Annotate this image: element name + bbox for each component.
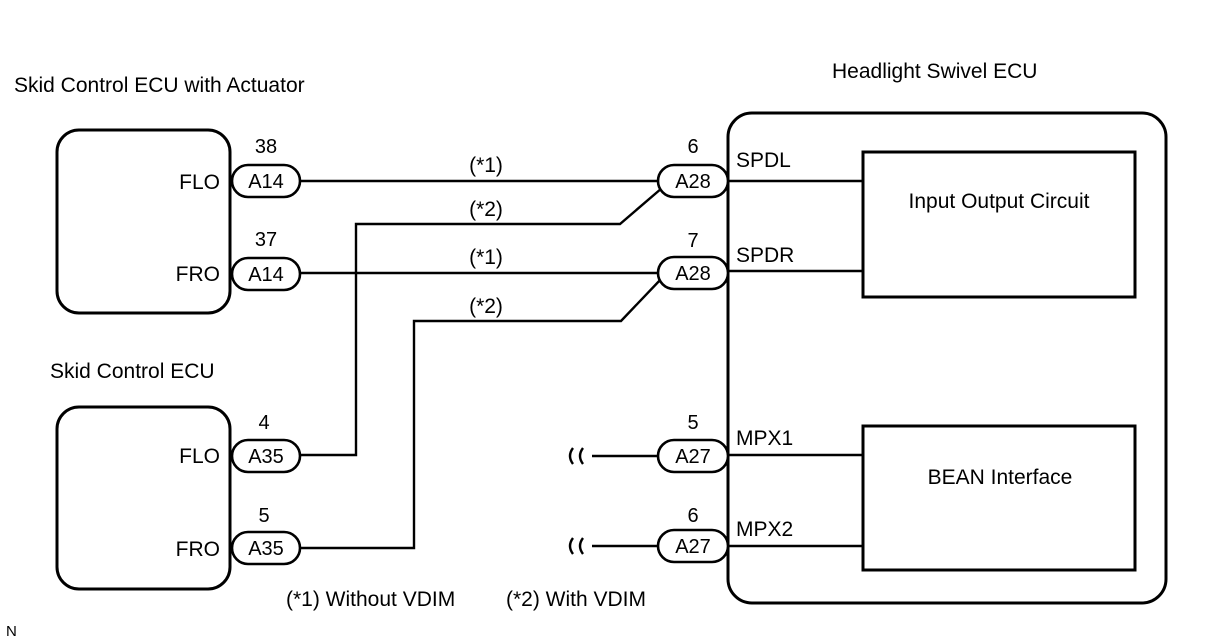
note-with-vdim: (*2) With VDIM	[506, 588, 646, 611]
wire-label-without-vdim: (*1)	[469, 246, 503, 269]
terminal-flo: FLO	[179, 171, 220, 194]
wire-label-with-vdim: (*2)	[469, 198, 503, 221]
connector-a27-pin-6: 6 A27	[656, 505, 730, 564]
terminal-mpx2: MPX2	[736, 518, 793, 541]
corner-mark: N	[6, 623, 17, 640]
input-output-circuit-block	[861, 150, 1137, 299]
terminal-spdl: SPDL	[736, 149, 791, 172]
headlight-swivel-ecu-title: Headlight Swivel ECU	[832, 60, 1037, 83]
connector-a27-pin-5: 5 A27	[656, 412, 730, 474]
pin-number: 38	[255, 136, 277, 158]
skid-control-ecu-box	[55, 405, 232, 591]
connector-shape	[230, 530, 302, 566]
connector-shape	[656, 438, 730, 474]
bean-interface-label: BEAN Interface	[928, 466, 1073, 489]
connector-a14-pin-37: 37 A14	[230, 229, 302, 292]
connector-id: A28	[675, 263, 711, 285]
wire-continuation-mark-mpx2	[568, 537, 584, 555]
terminal-spdr: SPDR	[736, 244, 794, 267]
wire-continuation-mark-mpx1	[568, 447, 584, 465]
pin-number: 4	[258, 412, 269, 434]
connector-id: A14	[248, 264, 284, 286]
connector-shape	[656, 528, 730, 564]
connector-shape	[230, 438, 302, 474]
connector-shape	[230, 256, 302, 292]
connector-id: A35	[248, 538, 284, 560]
connector-shape	[656, 163, 730, 199]
connector-a35-pin-5: 5 A35	[230, 505, 302, 566]
connector-a28-pin-6: 6 A28	[656, 136, 730, 199]
terminal-mpx1: MPX1	[736, 427, 793, 450]
wire-fro-with-vdim	[301, 277, 663, 550]
connector-shape	[656, 255, 730, 291]
wires	[301, 179, 863, 550]
wire-label-without-vdim: (*1)	[469, 154, 503, 177]
pin-number: 5	[258, 505, 269, 527]
pin-number: 5	[687, 412, 698, 434]
connector-a35-pin-4: 4 A35	[230, 412, 302, 474]
wire-flo-with-vdim	[301, 187, 663, 457]
connector-a28-pin-7: 7 A28	[656, 230, 730, 291]
pin-number: 37	[255, 229, 277, 251]
terminal-flo: FLO	[179, 445, 220, 468]
pin-number: 6	[687, 505, 698, 527]
connector-id: A35	[248, 446, 284, 468]
input-output-circuit-label: Input Output Circuit	[909, 190, 1090, 213]
wire-label-with-vdim: (*2)	[469, 295, 503, 318]
connector-id: A27	[675, 536, 711, 558]
connector-a14-pin-38: 38 A14	[230, 136, 302, 199]
skid-control-ecu-with-actuator-box	[55, 128, 232, 315]
connector-shape	[230, 163, 302, 199]
skid-control-ecu-title: Skid Control ECU	[50, 360, 215, 383]
pin-number: 6	[687, 136, 698, 158]
pin-number: 7	[687, 230, 698, 252]
connector-id: A28	[675, 171, 711, 193]
note-without-vdim: (*1) Without VDIM	[286, 588, 455, 611]
skid-control-ecu-with-actuator-title: Skid Control ECU with Actuator	[14, 74, 305, 97]
terminal-fro: FRO	[176, 263, 220, 286]
connector-id: A27	[675, 446, 711, 468]
terminal-fro: FRO	[176, 538, 220, 561]
bean-interface-block	[861, 424, 1137, 572]
connector-id: A14	[248, 171, 284, 193]
